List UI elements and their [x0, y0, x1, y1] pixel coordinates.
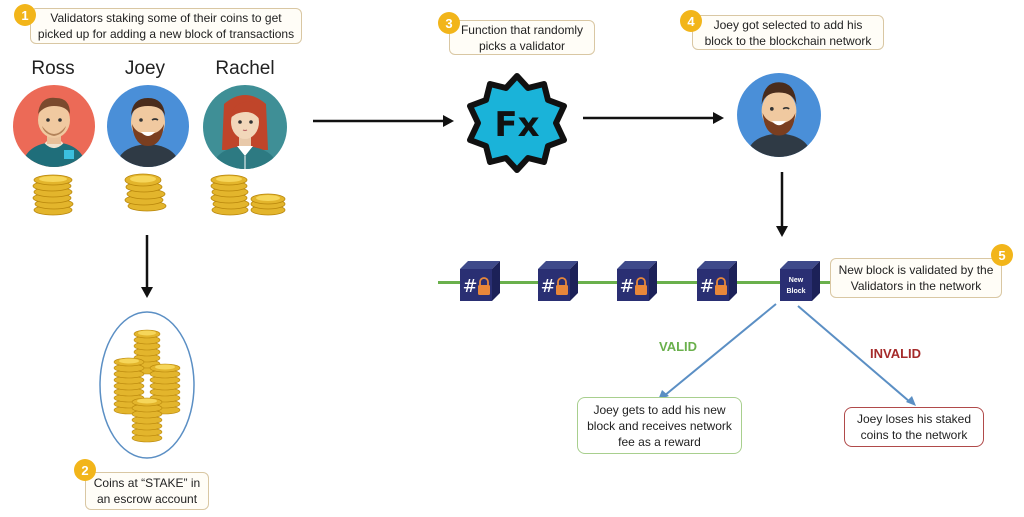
hashed-block: #	[617, 261, 657, 301]
hash-icon: #	[462, 276, 477, 297]
hashed-block: #	[538, 261, 578, 301]
step-3-badge: 3	[438, 12, 460, 34]
step-2-badge: 2	[74, 459, 96, 481]
rachel-avatar	[203, 85, 287, 169]
validator-name-joey: Joey	[124, 58, 166, 79]
hash-icon: #	[699, 276, 714, 297]
step-3-text: Function that randomly picks a validator	[460, 22, 584, 53]
joey-avatar	[107, 85, 189, 167]
step-4-text: Joey got selected to add his block to th…	[704, 17, 872, 48]
escrow-coin-pile	[99, 311, 195, 459]
hash-icon: #	[540, 276, 555, 297]
invalid-result-box: Joey loses his staked coins to the netwo…	[844, 407, 984, 447]
ross-coin-stack	[32, 174, 74, 216]
lock-icon	[635, 277, 647, 295]
joey-coin-stack	[124, 173, 167, 212]
arrow-to-new-block	[776, 172, 788, 237]
step-1-callout: Validators staking some of their coins t…	[30, 8, 302, 44]
arrow-to-function	[313, 115, 454, 127]
selected-joey-avatar	[737, 73, 821, 157]
step-3-callout: Function that randomly picks a validator	[449, 20, 595, 55]
step-1-badge: 1	[14, 4, 36, 26]
lock-icon	[478, 277, 490, 295]
valid-label: VALID	[659, 339, 698, 354]
step-5-text: New block is validated by the Validators…	[838, 263, 994, 293]
step-5-callout: New block is validated by the Validators…	[830, 258, 1002, 298]
step-2-text: Coins at “STAKE” in an escrow account	[93, 476, 201, 506]
ross-avatar	[13, 85, 95, 167]
lock-icon	[556, 277, 568, 295]
random-function-icon: Fx	[467, 73, 567, 173]
invalid-arrow	[797, 305, 911, 403]
arrow-to-escrow	[141, 235, 153, 298]
validator-name-rachel: Rachel	[215, 58, 275, 79]
lock-icon	[715, 277, 727, 295]
hashed-block: #	[697, 261, 737, 301]
rachel-coin-stack	[210, 174, 286, 216]
step-4-callout: Joey got selected to add his block to th…	[692, 15, 884, 50]
arrow-to-selected	[583, 112, 724, 124]
svg-text:Block: Block	[786, 288, 805, 295]
step-2-callout: Coins at “STAKE” in an escrow account	[85, 472, 209, 510]
function-fx-label: Fx	[494, 105, 539, 145]
hashed-block: #	[460, 261, 500, 301]
hash-icon: #	[619, 276, 634, 297]
step-4-badge: 4	[680, 10, 702, 32]
validator-name-ross: Ross	[31, 58, 75, 79]
step-1-text: Validators staking some of their coins t…	[37, 11, 295, 41]
invalid-label: INVALID	[870, 346, 922, 361]
new-block-label: New	[789, 277, 804, 284]
step-5-badge: 5	[991, 244, 1013, 266]
valid-result-box: Joey gets to add his new block and recei…	[577, 397, 742, 454]
valid-arrow	[663, 303, 777, 397]
